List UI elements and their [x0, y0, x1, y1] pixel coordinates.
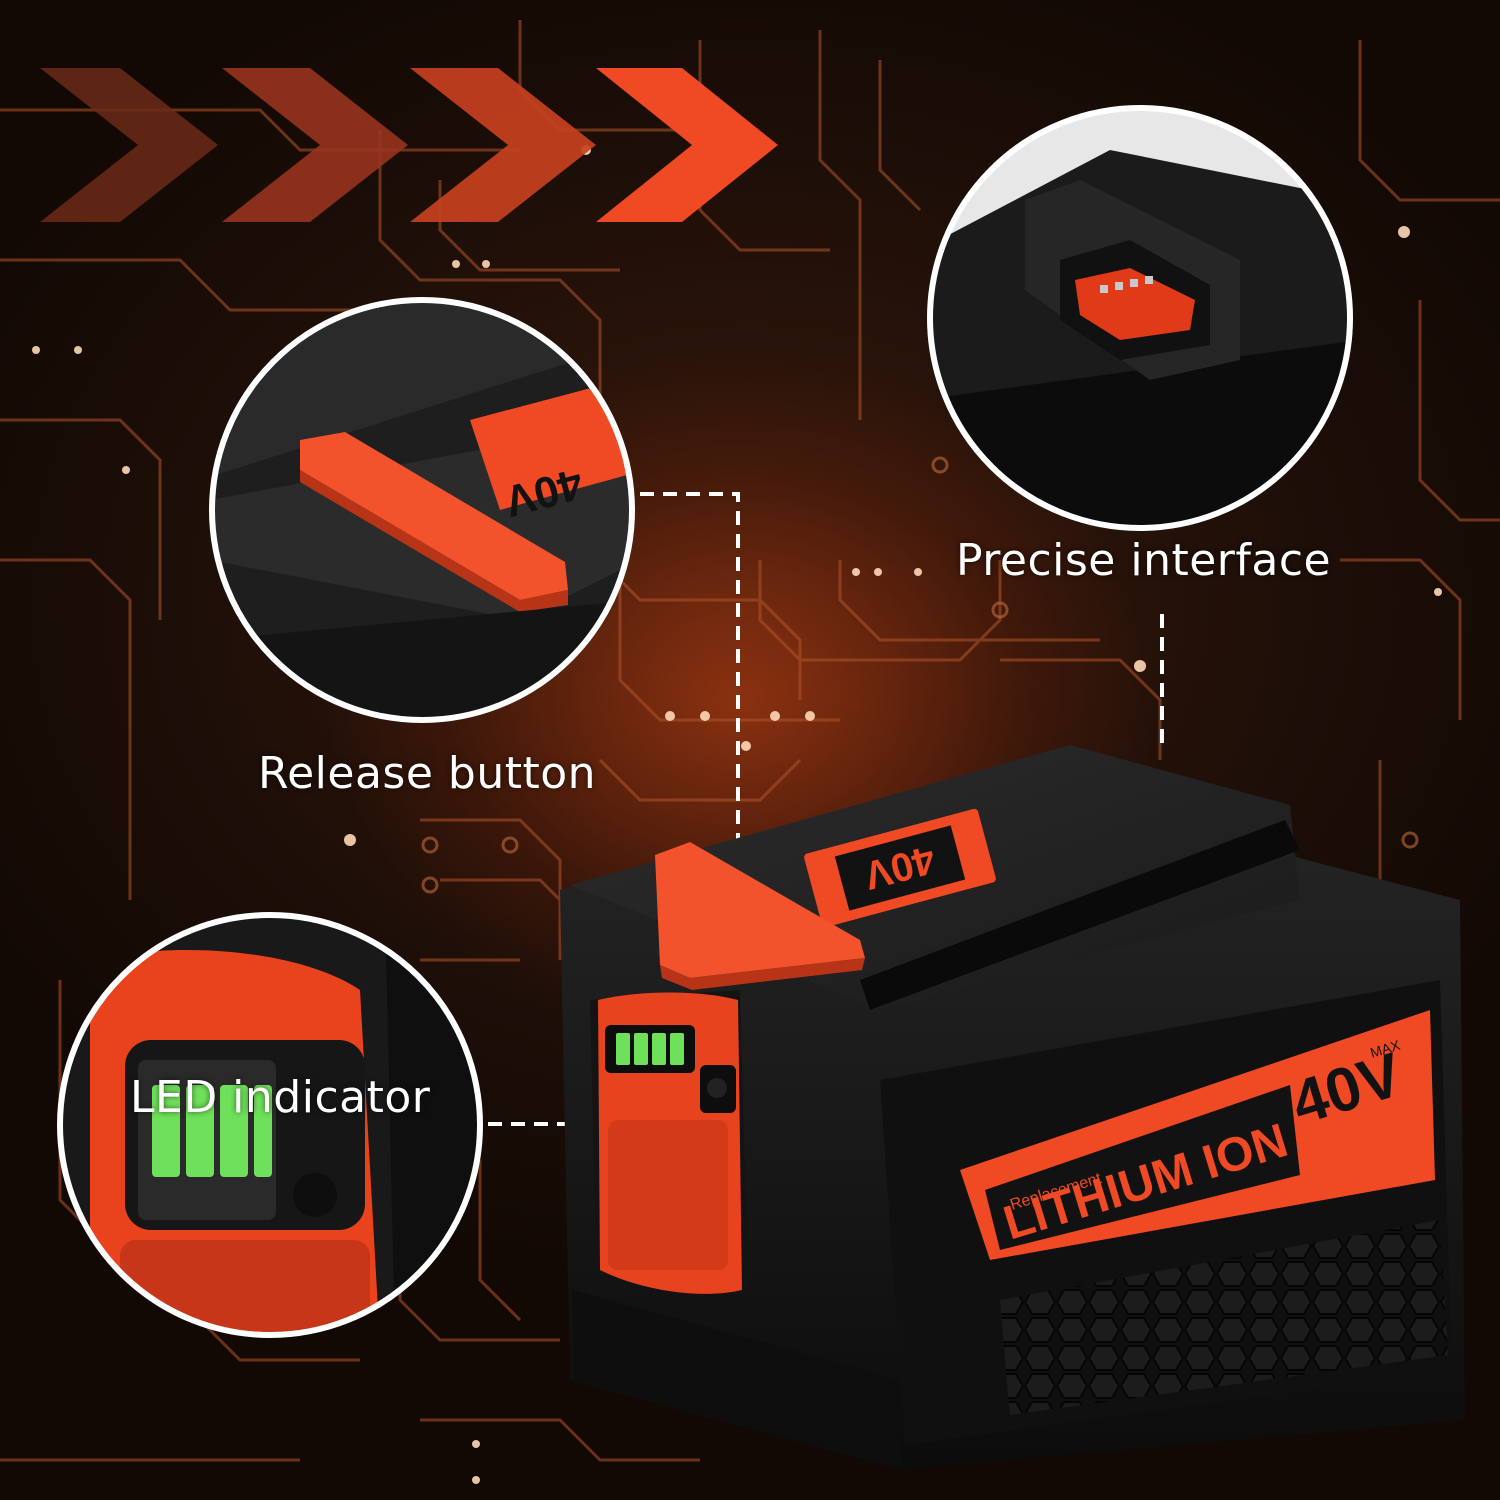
- led-check-button[interactable]: [707, 1078, 727, 1098]
- release-button-label: Release button: [258, 748, 597, 799]
- battery-release-button[interactable]: [655, 842, 865, 978]
- zoom-led-bars: [152, 1085, 272, 1177]
- battery-led-gauge: [616, 1033, 684, 1065]
- led-indicator-label: LED indicator: [130, 1072, 431, 1123]
- interface-zoom: [930, 108, 1350, 528]
- precise-interface-label: Precise interface: [956, 535, 1332, 586]
- chevron-right-icon: [410, 68, 596, 222]
- release-button-zoom: 40V: [212, 300, 632, 720]
- chevron-right-icon: [596, 68, 778, 222]
- chevron-right-icon: [40, 68, 218, 222]
- led-indicator-zoom: [60, 915, 480, 1335]
- release-connector: [640, 492, 740, 890]
- chevron-right-icon: [222, 68, 408, 222]
